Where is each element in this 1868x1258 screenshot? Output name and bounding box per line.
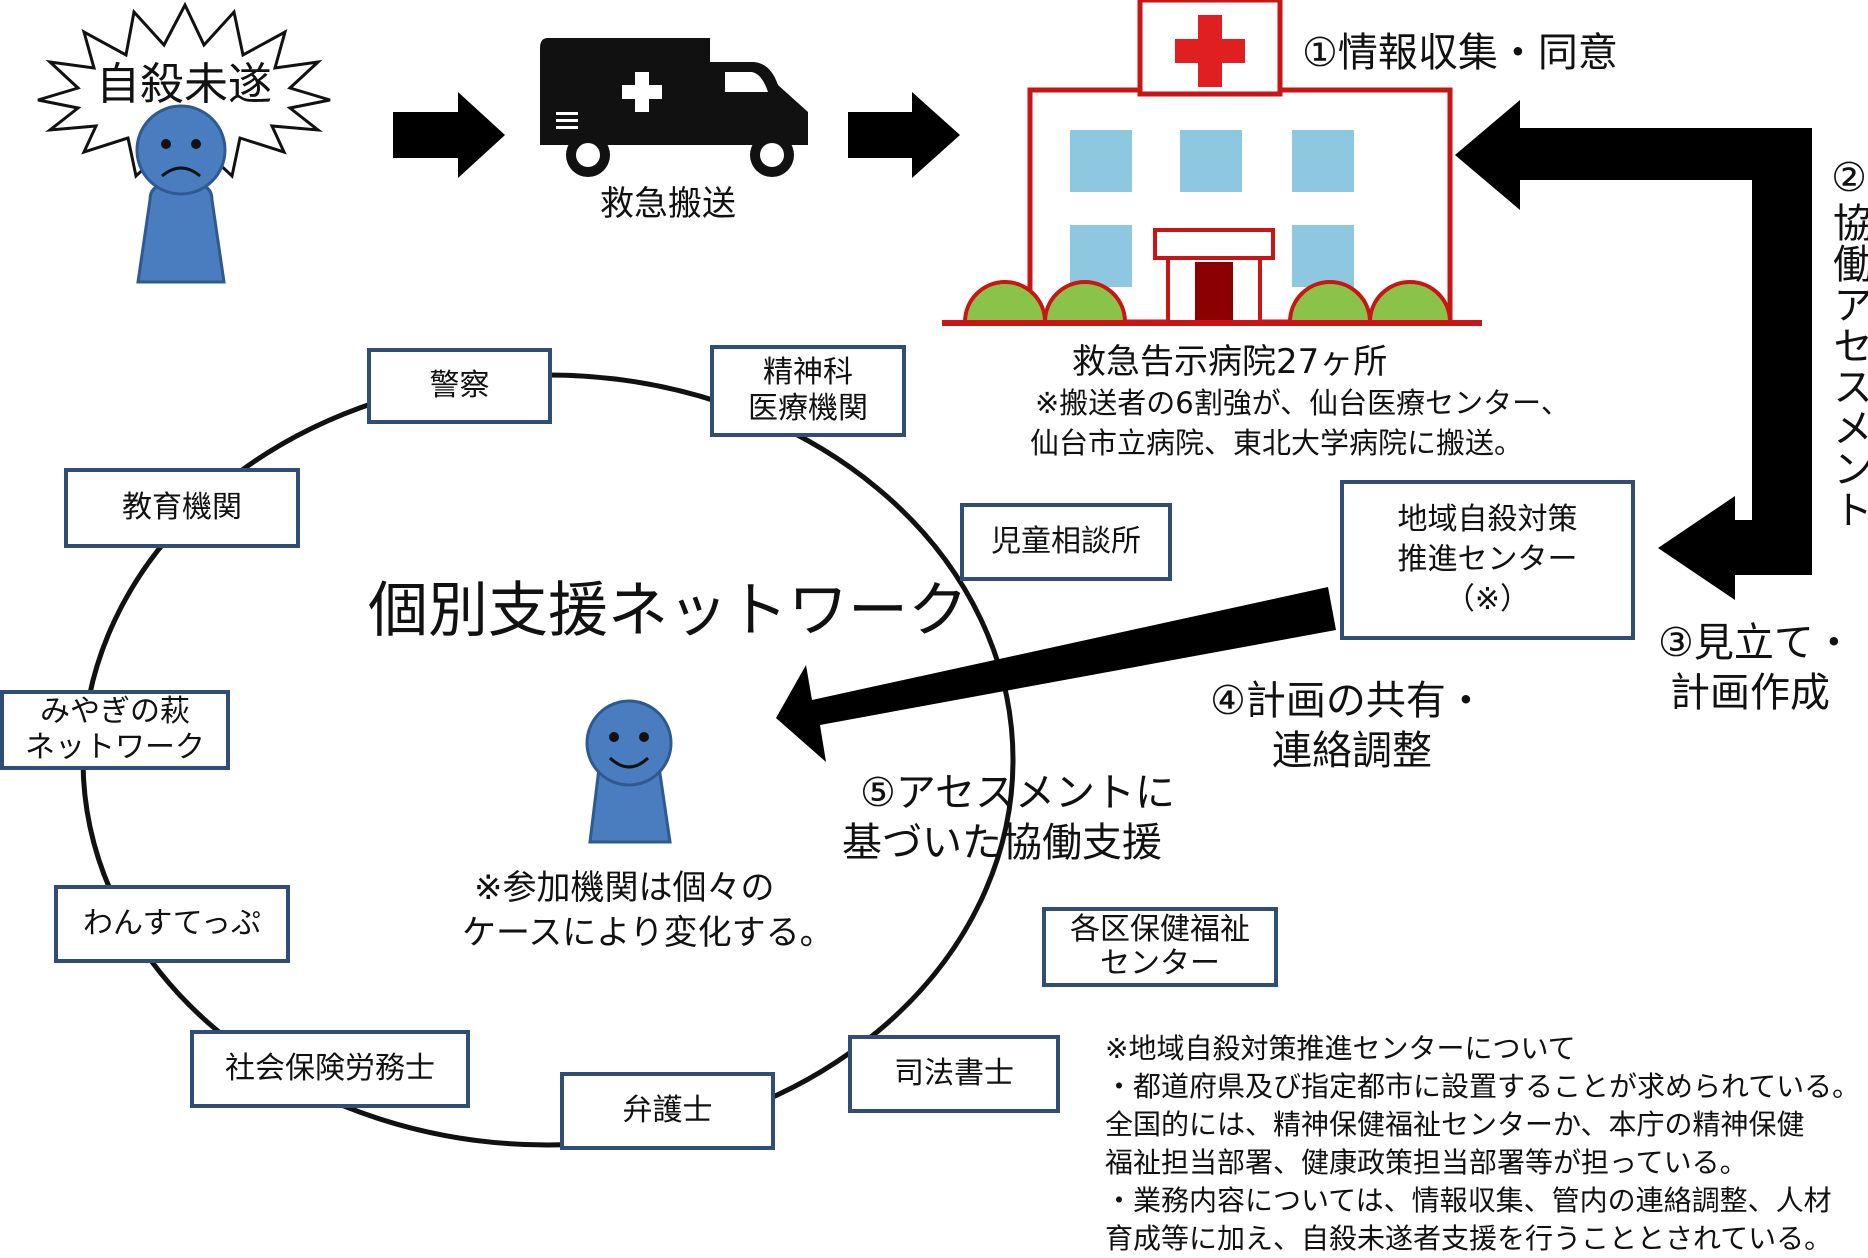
step2-label: ②協働アセスメント [1826,155,1868,530]
arrow-to-ambulance [393,92,505,178]
center-box-line1: 地域自殺対策 [1397,502,1578,537]
step5-label-line2: 基づいた協働支援 [842,820,1162,866]
member-miyagi-hagi-line1: みやぎの萩 [40,694,190,729]
network-note-line2: ケースにより変化する。 [462,913,834,953]
member-psychiatric-line1: 精神科 [763,355,853,390]
footnote: ※地域自殺対策推進センターについて ・都道府県及び指定都市に設置することが求めら… [1105,1030,1860,1258]
footnote-line6: 育成等に加え、自殺未遂者支援を行うこととされている。 [1105,1222,1833,1255]
member-lawyer: 弁護士 [560,1072,775,1150]
member-wansuteppu-label: わんすてっぷ [83,906,261,941]
member-welfare-line1: 各区保健福祉 [1070,912,1250,947]
happy-person-icon [585,699,673,844]
ambulance-icon [540,38,808,177]
member-education-label: 教育機関 [122,490,242,525]
step3-label-line1: ③見立て・ [1658,620,1854,666]
member-education: 教育機関 [64,468,300,548]
member-judicial-scrivener-label: 司法書士 [894,1056,1014,1091]
network-note-line1: ※参加機関は個々の [474,868,775,908]
step1-label: ①情報収集・同意 [1302,30,1618,76]
footnote-line1: ※地域自殺対策推進センターについて [1105,1032,1576,1065]
member-miyagi-hagi-line2: ネットワーク [25,730,205,765]
hospital-label: 救急告示病院27ヶ所 [1072,342,1388,382]
footnote-line2: ・都道府県及び指定都市に設置することが求められている。 [1105,1070,1861,1103]
member-social-insurance-label: 社会保険労務士 [225,1051,435,1086]
member-police-label: 警察 [429,368,490,403]
footnote-line5: ・業務内容については、情報収集、管内の連絡調整、人材 [1105,1184,1832,1217]
step4-label-line2: 連絡調整 [1272,728,1432,774]
hospital-icon [942,0,1482,326]
step4-label-line1: ④計画の共有・ [1210,678,1486,724]
member-police: 警察 [367,348,552,424]
collaborative-assessment-arrow [1455,100,1812,600]
member-miyagi-hagi: みやぎの萩 ネットワーク [0,690,230,770]
member-social-insurance: 社会保険労務士 [190,1030,470,1108]
hospital-note-line1: ※搬送者の6割強が、仙台医療センター、 [1035,386,1570,420]
network-title: 個別支援ネットワーク [368,576,968,646]
transport-label: 救急搬送 [600,184,736,224]
member-psychiatric: 精神科 医療機関 [710,345,906,437]
center-box-line3: （※） [1444,582,1531,617]
arrow-to-hospital [848,92,960,178]
member-welfare-center: 各区保健福祉 センター [1042,907,1278,987]
sad-person-icon [135,104,227,284]
member-child-guidance-label: 児童相談所 [991,524,1141,559]
member-judicial-scrivener: 司法書士 [848,1035,1060,1113]
member-psychiatric-line2: 医療機関 [748,391,868,426]
center-box-line2: 推進センター [1397,542,1578,577]
plan-sharing-arrow [776,587,1336,762]
step5-label-line1: ⑤アセスメントに [860,770,1176,816]
footnote-line3: 全国的には、精神保健福祉センターか、本庁の精神保健 [1105,1108,1805,1141]
step3-label-line2: 計画作成 [1670,670,1830,716]
member-child-guidance: 児童相談所 [960,503,1172,581]
member-welfare-line2: センター [1100,946,1220,981]
member-lawyer-label: 弁護士 [622,1093,713,1128]
footnote-line4: 福祉担当部署、健康政策担当部署等が担っている。 [1105,1146,1748,1179]
member-wansuteppu: わんすてっぷ [54,885,290,963]
start-label: 自殺未遂 [96,59,272,110]
hospital-note-line2: 仙台市立病院、東北大学病院に搬送。 [1030,426,1524,460]
suicide-prevention-center-box: 地域自殺対策 推進センター （※） [1340,480,1635,640]
